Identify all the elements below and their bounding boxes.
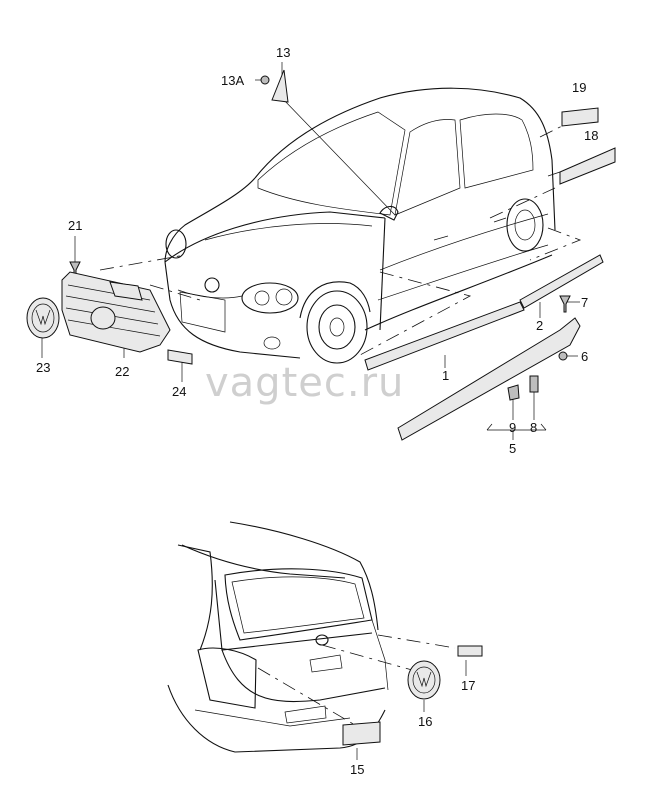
rear-car-illustration	[167, 521, 389, 753]
callout-7: 7	[581, 295, 588, 310]
callout-21: 21	[68, 218, 82, 233]
nut-part-6	[558, 351, 568, 361]
callout-13: 13	[276, 45, 290, 60]
callout-17: 17	[461, 678, 475, 693]
vw-emblem-rear-part	[407, 660, 441, 700]
trim-strip-part	[559, 147, 616, 185]
side-strip-part	[519, 254, 604, 309]
callout-22: 22	[115, 364, 129, 379]
sticker-17-part	[457, 645, 483, 657]
callout-1: 1	[442, 368, 449, 383]
watermark-text: vagtec.ru	[205, 360, 404, 406]
callout-15: 15	[350, 762, 364, 777]
callout-8: 8	[530, 420, 537, 435]
rear-leader-lines	[356, 660, 467, 760]
rear-guide-lines	[257, 634, 456, 726]
callout-16: 16	[418, 714, 432, 729]
callout-5: 5	[509, 441, 516, 456]
callout-19: 19	[572, 80, 586, 95]
callout-2: 2	[536, 318, 543, 333]
sticker-15-part	[342, 721, 381, 746]
screw-part	[559, 295, 571, 313]
clip-part-8	[529, 375, 539, 393]
callout-13a: 13A	[221, 73, 244, 88]
clip-part	[507, 384, 520, 401]
mirror-trim-part	[271, 69, 289, 103]
nut-part	[260, 75, 270, 85]
sticker-24-part	[167, 349, 193, 365]
callout-24: 24	[172, 384, 186, 399]
callout-6: 6	[581, 349, 588, 364]
callout-23: 23	[36, 360, 50, 375]
vw-emblem-front-part	[26, 297, 60, 339]
callout-9: 9	[509, 420, 516, 435]
badge-sticker-part	[561, 107, 599, 127]
front-grille-part	[61, 271, 171, 353]
front-car-illustration	[164, 87, 556, 364]
sill-moulding-part	[364, 301, 525, 371]
sill-trim-part	[397, 317, 581, 441]
front-guide-lines	[99, 121, 582, 356]
callout-18: 18	[584, 128, 598, 143]
